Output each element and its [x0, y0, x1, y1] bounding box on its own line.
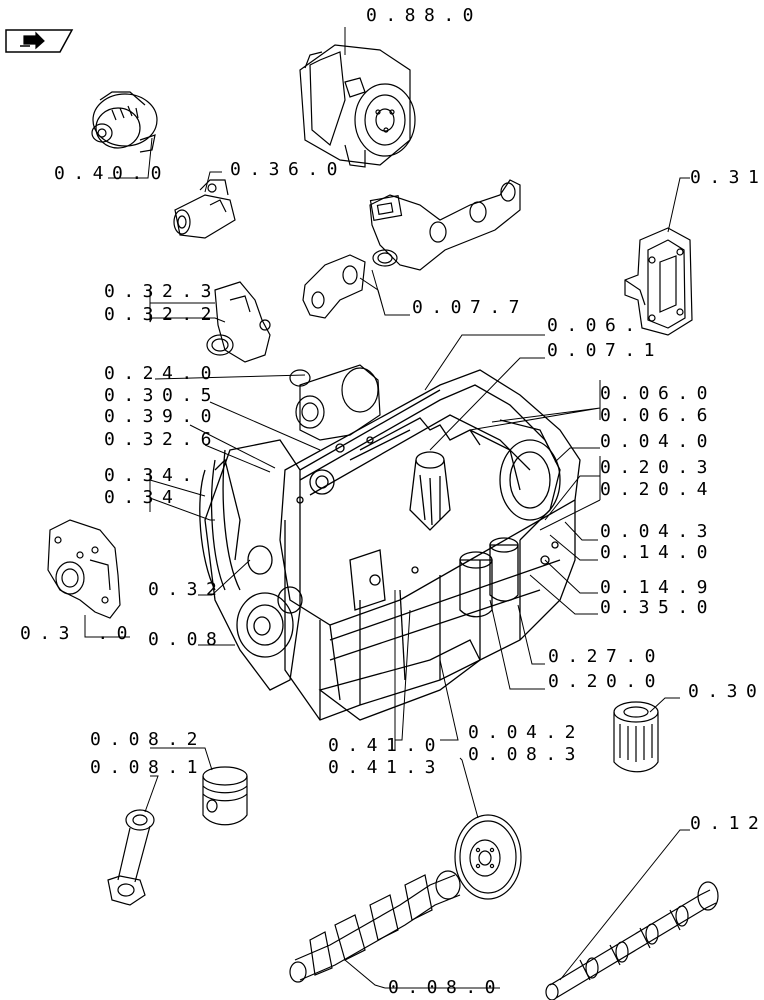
label-0080[interactable]: 0.08.0: [388, 977, 505, 998]
camshaft: [545, 881, 719, 1000]
label-0149[interactable]: 0.14.9: [600, 577, 717, 598]
label-0140[interactable]: 0.14.0: [600, 542, 717, 563]
label-0360[interactable]: 0.36.0: [230, 159, 347, 180]
label-0081[interactable]: 0.08.1: [90, 757, 207, 778]
label-0326[interactable]: 0.32.6: [104, 429, 221, 450]
label-0083[interactable]: 0.08.3: [468, 744, 585, 765]
label-0060[interactable]: 0.06.0: [600, 383, 717, 404]
label-012[interactable]: 0.12: [690, 813, 764, 834]
label-0203[interactable]: 0.20.3: [600, 457, 717, 478]
label-030[interactable]: 0.30: [688, 681, 764, 702]
arrow-icon: [20, 31, 45, 50]
crankshaft: [289, 870, 461, 983]
label-0077[interactable]: 0.07.7: [412, 297, 529, 318]
front-cover: [47, 519, 121, 619]
label-008[interactable]: 0.08: [148, 629, 226, 650]
nav-back-button[interactable]: [5, 29, 74, 53]
water-pump: [206, 281, 271, 363]
label-034a[interactable]: 0.34.: [104, 465, 201, 486]
rear-cover: [624, 227, 693, 336]
piston: [202, 766, 248, 826]
label-0240[interactable]: 0.24.0: [104, 363, 221, 384]
label-0040[interactable]: 0.04.0: [600, 431, 717, 452]
label-0200[interactable]: 0.20.0: [548, 671, 665, 692]
label-0310[interactable]: 0.3 .0: [20, 623, 137, 644]
label-0350[interactable]: 0.35.0: [600, 597, 717, 618]
turbocharger: [289, 364, 381, 441]
label-0270[interactable]: 0.27.0: [548, 646, 665, 667]
oil-filter: [613, 701, 659, 773]
label-0043[interactable]: 0.04.3: [600, 521, 717, 542]
label-0410[interactable]: 0.41.0: [328, 735, 445, 756]
label-031[interactable]: 0.31: [690, 167, 764, 188]
label-0042[interactable]: 0.04.2: [468, 722, 585, 743]
label-006[interactable]: 0.06.: [547, 315, 644, 336]
exhaust-manifold: [302, 179, 521, 319]
label-0204[interactable]: 0.20.4: [600, 479, 717, 500]
label-0066[interactable]: 0.06.6: [600, 405, 717, 426]
starter-motor: [173, 179, 236, 239]
label-0305[interactable]: 0.30.5: [104, 385, 221, 406]
alternator: [91, 91, 158, 153]
damper-pulley: [454, 814, 522, 900]
label-0323[interactable]: 0.32.3: [104, 281, 221, 302]
label-0082[interactable]: 0.08.2: [90, 729, 207, 750]
label-0400[interactable]: 0.40.0: [54, 163, 171, 184]
label-0880[interactable]: 0.88.0: [366, 5, 483, 26]
engine-block: [199, 369, 581, 721]
label-034b[interactable]: 0.34: [104, 487, 182, 508]
leader-lines: [84, 27, 690, 989]
label-0413[interactable]: 0.41.3: [328, 757, 445, 778]
ac-compressor: [299, 44, 416, 168]
label-032[interactable]: 0.32: [148, 579, 226, 600]
label-0071[interactable]: 0.07.1: [547, 340, 664, 361]
label-0322[interactable]: 0.32.2: [104, 304, 221, 325]
label-0390[interactable]: 0.39.0: [104, 406, 221, 427]
connecting-rod: [107, 809, 155, 906]
